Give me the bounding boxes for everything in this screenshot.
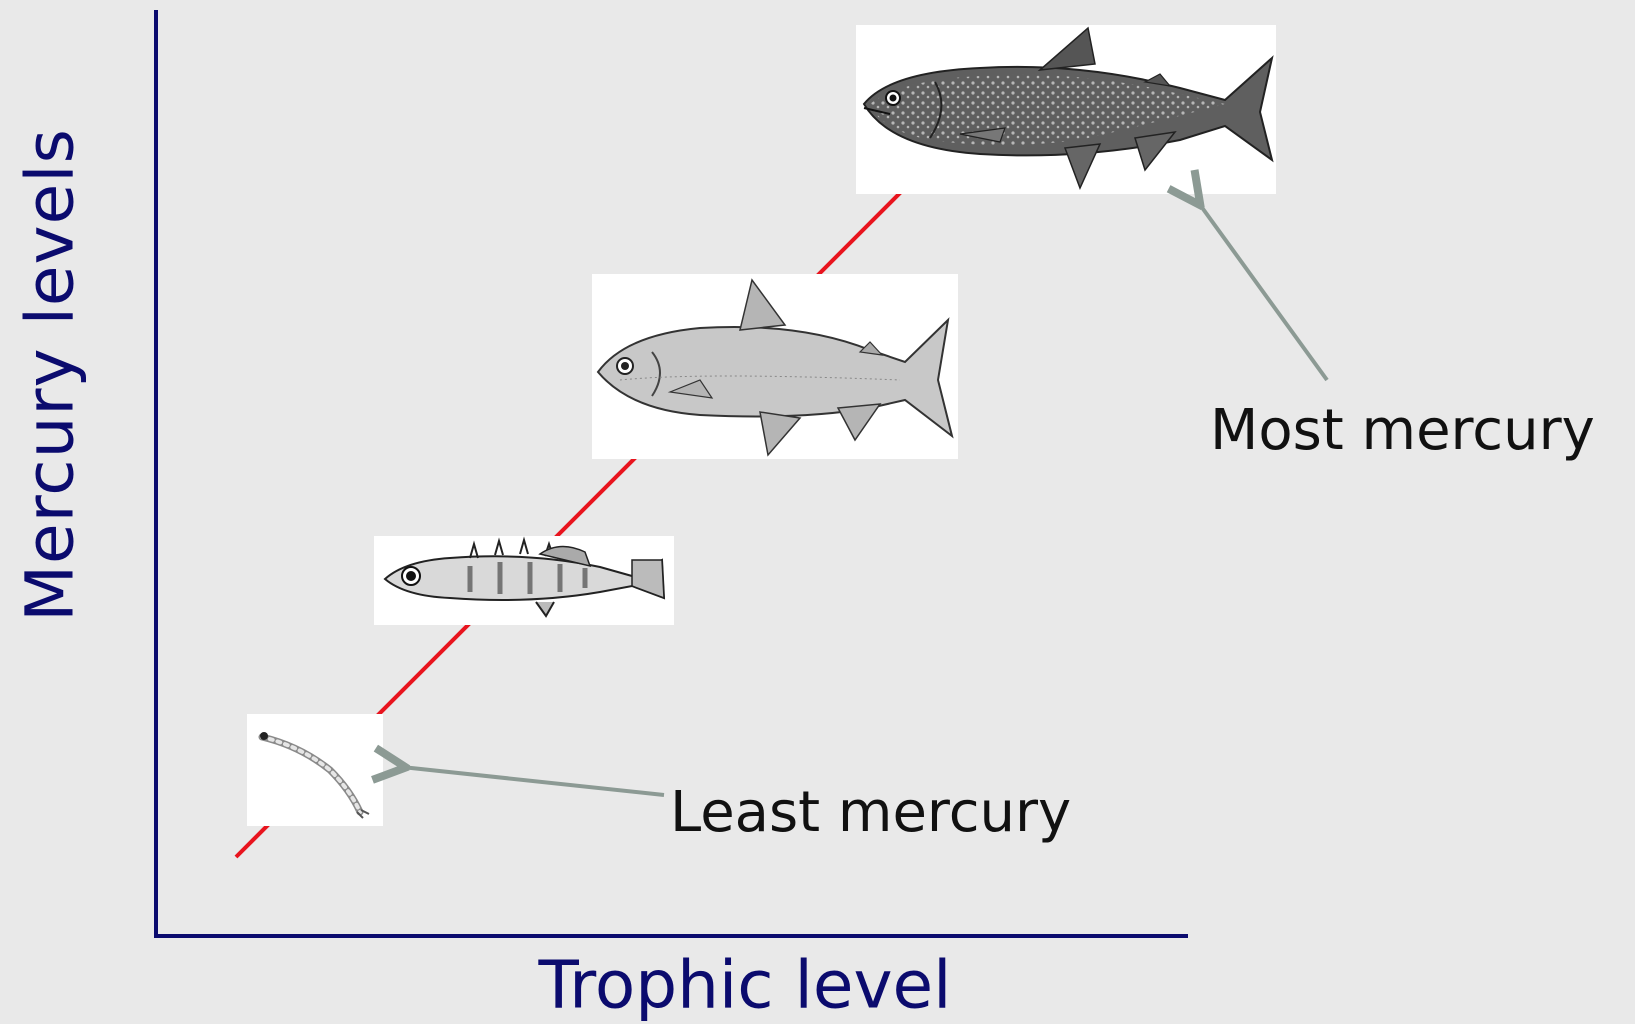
least-mercury-label: Least mercury bbox=[670, 780, 1071, 845]
medium-fish-image bbox=[592, 274, 958, 459]
most-mercury-label: Most mercury bbox=[1210, 398, 1595, 463]
x-axis-label: Trophic level bbox=[539, 947, 952, 1024]
y-axis-label: Mercury levels bbox=[12, 128, 89, 622]
insect-larva-image bbox=[247, 714, 383, 826]
least-mercury-arrow bbox=[402, 767, 664, 795]
most-mercury-arrow bbox=[1198, 202, 1327, 380]
small-fish-image bbox=[374, 536, 674, 625]
large-fish-image bbox=[856, 25, 1276, 194]
